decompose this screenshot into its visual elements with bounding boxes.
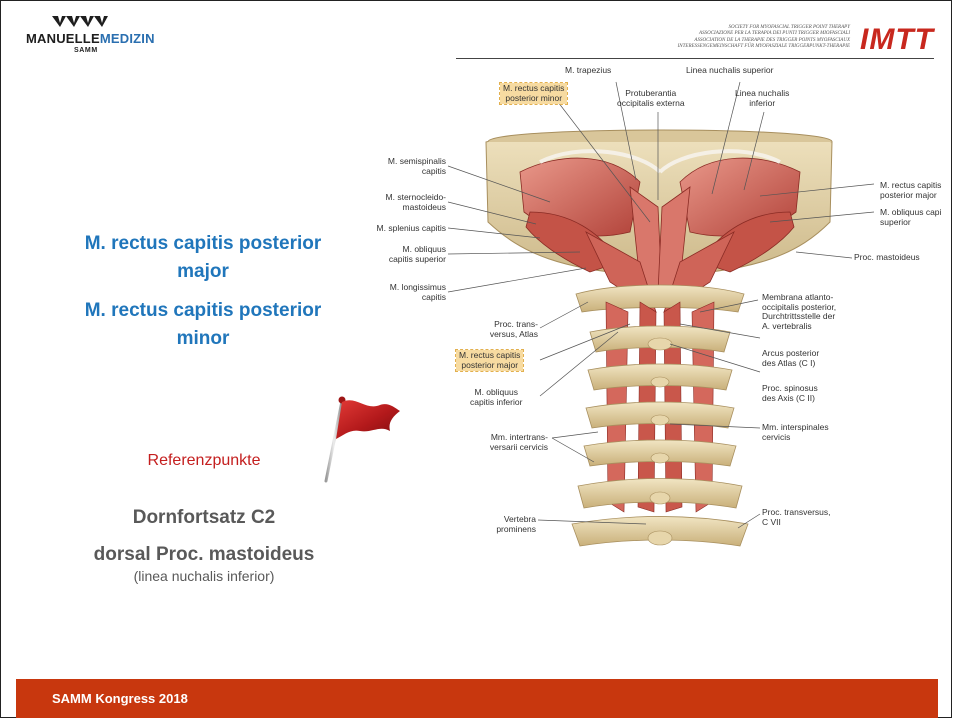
label-line: des Atlas (C I) xyxy=(762,359,819,369)
label-longissimus: M. longissimus capitis xyxy=(360,283,446,302)
imtt-header: SOCIETY FOR MYOFASCIAL TRIGGER POINT THE… xyxy=(620,22,942,62)
label-line: cervicis xyxy=(762,433,829,443)
label-intertransversarii: Mm. intertrans- versarii cervicis xyxy=(460,433,548,452)
label-membrana-atlanto-occipitalis: Membrana atlanto- occipitalis posterior,… xyxy=(762,293,836,331)
logo-word-medizin: MEDIZIN xyxy=(100,31,155,46)
label-line: posterior major xyxy=(880,191,941,201)
label-arcus-posterior: Arcus posterior des Atlas (C I) xyxy=(762,349,819,368)
label-linea-nuchalis-inferior: Linea nuchalis inferior xyxy=(735,89,789,108)
label-line: versus, Atlas xyxy=(450,330,538,340)
label-line: capitis xyxy=(360,293,446,303)
label-linea-nuchalis-superior: Linea nuchalis superior xyxy=(686,66,773,76)
label-obliquus-superior-left: M. obliquus capitis superior xyxy=(360,245,446,264)
reference-point-c2: Dornfortsatz C2 xyxy=(16,506,392,530)
label-proc-mastoideus: Proc. mastoideus xyxy=(854,253,920,263)
label-splenius: M. splenius capitis xyxy=(350,224,446,234)
logo-wordmark: MANUELLEMEDIZIN xyxy=(26,31,155,46)
label-proc-transversus-c7: Proc. transversus, C VII xyxy=(762,508,831,527)
label-rcp-minor-highlight: M. rectus capitis posterior minor xyxy=(500,83,567,104)
label-trapezius: M. trapezius xyxy=(565,66,611,76)
label-obliquus-inferior: M. obliquus capitis inferior xyxy=(470,388,522,407)
label-line: mastoideus xyxy=(360,203,446,213)
label-line: prominens xyxy=(476,525,536,535)
label-proc-transversus-atlas: Proc. trans- versus, Atlas xyxy=(450,320,538,339)
label-line: capitis xyxy=(378,167,446,177)
label-line: versarii cervicis xyxy=(460,443,548,453)
neck-muscles-illustration xyxy=(340,62,954,554)
label-line: posterior major xyxy=(459,361,520,371)
label-line: A. vertebralis xyxy=(762,322,836,332)
label-rcp-major-highlight: M. rectus capitis posterior major xyxy=(456,350,523,371)
label-line: posterior minor xyxy=(503,94,564,104)
imtt-line: INTERESSENGEMEINSCHAFT FÜR MYOFASZIALE T… xyxy=(620,44,850,50)
anatomy-illustration: M. trapezius Linea nuchalis superior M. … xyxy=(340,62,954,554)
label-line: inferior xyxy=(735,99,789,109)
reference-points: Dornfortsatz C2 dorsal Proc. mastoideus … xyxy=(16,506,392,585)
slide-title: M. rectus capitis posterior major M. rec… xyxy=(78,230,328,353)
title-line-minor: M. rectus capitis posterior minor xyxy=(78,297,328,353)
footer-bar: SAMM Kongress 2018 xyxy=(16,679,938,718)
label-proc-spinosus: Proc. spinosus des Axis (C II) xyxy=(762,384,818,403)
label-interspinales: Mm. interspinales cervicis xyxy=(762,423,829,442)
label-line: C VII xyxy=(762,518,831,528)
label-protuberantia: Protuberantia occipitalis externa xyxy=(617,89,685,108)
label-line: capitis inferior xyxy=(470,398,522,408)
label-rcp-major-right: M. rectus capitis posterior major xyxy=(880,181,941,200)
reference-points-label: Referenzpunkte xyxy=(104,452,304,470)
label-line: des Axis (C II) xyxy=(762,394,818,404)
title-line-major: M. rectus capitis posterior major xyxy=(78,230,328,286)
manuelle-medizin-logo: MANUELLEMEDIZIN SAMM xyxy=(26,14,136,62)
label-line: occipitalis externa xyxy=(617,99,685,109)
birds-logo-icon xyxy=(52,14,108,28)
header-divider xyxy=(456,58,934,59)
label-vertebra-prominens: Vertebra prominens xyxy=(476,515,536,534)
imtt-society-lines: SOCIETY FOR MYOFASCIAL TRIGGER POINT THE… xyxy=(620,25,850,50)
logo-sub-samm: SAMM xyxy=(74,47,98,54)
label-line: superior xyxy=(880,218,941,228)
footer-text: SAMM Kongress 2018 xyxy=(52,691,188,706)
label-line: capitis superior xyxy=(360,255,446,265)
imtt-logo: IMTT xyxy=(860,23,934,57)
reference-point-mastoid: dorsal Proc. mastoideus xyxy=(16,543,392,567)
label-sternocleidomastoideus: M. sternocleido- mastoideus xyxy=(360,193,446,212)
label-semispinalis: M. semispinalis capitis xyxy=(378,157,446,176)
logo-word-manuelle: MANUELLE xyxy=(26,31,100,46)
reference-point-note: (linea nuchalis inferior) xyxy=(16,567,392,585)
label-obliquus-superior-right: M. obliquus capi superior xyxy=(880,208,941,227)
